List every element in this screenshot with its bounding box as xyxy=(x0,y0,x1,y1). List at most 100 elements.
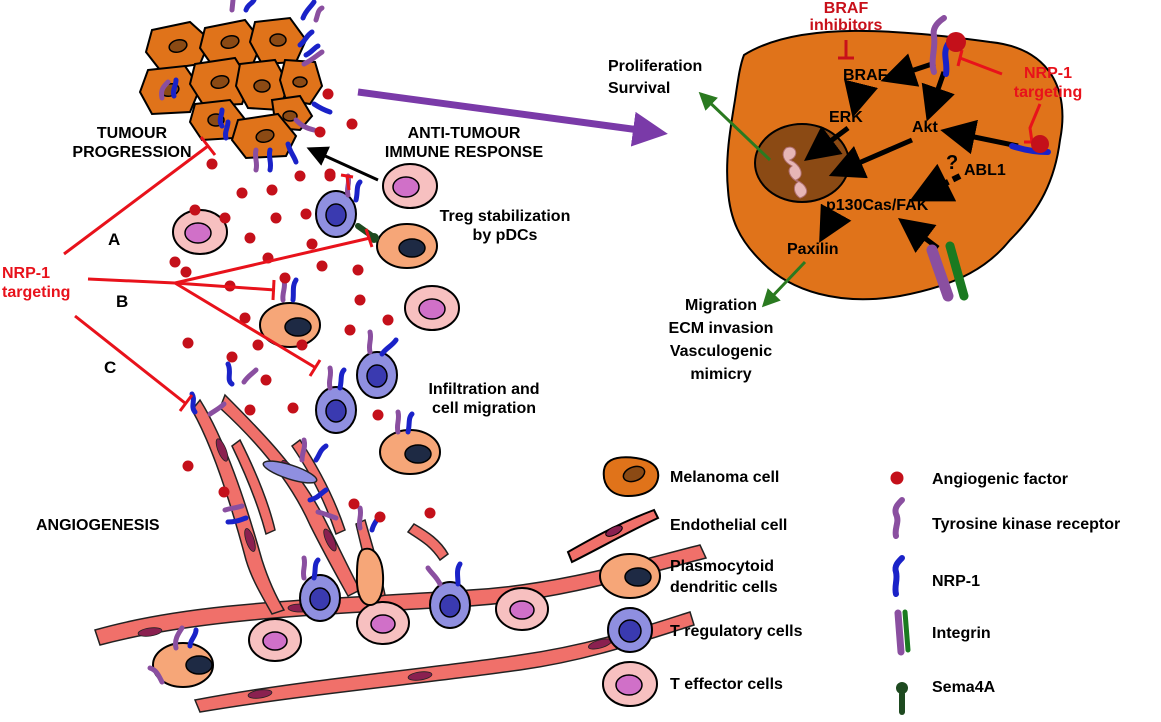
angiogenic-factor-dots xyxy=(169,88,436,523)
angiogenic-factor-dot xyxy=(344,324,356,336)
label-proliferation: Proliferation Survival xyxy=(608,56,702,100)
receptors xyxy=(147,0,463,685)
legend-nrp1-icon xyxy=(892,555,905,597)
treg-cell xyxy=(356,351,398,399)
arrow-to-melanoma-cell xyxy=(357,88,668,147)
label-nrp1-targeting-left: NRP-1 targeting xyxy=(2,264,70,302)
legend-teff-label: T effector cells xyxy=(670,676,783,693)
label-b: B xyxy=(116,292,129,311)
node-paxilin: Paxilin xyxy=(787,241,839,258)
label-line: BRAF xyxy=(823,0,869,17)
angiogenic-factor-dot xyxy=(352,264,364,276)
angiogenic-factor-dot xyxy=(244,232,256,244)
teff-cell xyxy=(172,209,228,255)
legend-melanoma-label: Melanoma cell xyxy=(670,469,780,486)
teff-cell xyxy=(382,163,438,209)
label-c: C xyxy=(104,358,117,377)
label-line: Proliferation xyxy=(608,58,703,75)
legend-treg-icon xyxy=(607,607,653,653)
angiogenic-factor-dot xyxy=(219,212,231,224)
treg-cell xyxy=(315,386,357,434)
arrow-to-proliferation xyxy=(698,91,772,162)
legend-angiogenic-label: Angiogenic factor xyxy=(932,471,1069,488)
melanoma-cluster-nuclei xyxy=(160,33,308,143)
pdc-cell xyxy=(259,302,321,348)
label-braf-inhibitors: BRAF inhibitors xyxy=(796,0,896,34)
dashed-arrow-abl1 xyxy=(909,163,962,202)
legend-tkr-label: Tyrosine kinase receptor xyxy=(932,516,1121,533)
legend-sema4a-label: Sema4A xyxy=(932,679,996,696)
label-anti-tumour: ANTI-TUMOUR IMMUNE RESPONSE xyxy=(374,124,554,162)
label-line: inhibitors xyxy=(809,17,883,34)
node-akt: Akt xyxy=(912,119,938,136)
legend-pdc-label: Plasmocytoid dendritic cells xyxy=(670,556,778,598)
arrow-to-migration xyxy=(761,260,807,308)
label-tumour-progression: TUMOUR PROGRESSION xyxy=(62,124,202,162)
angiogenic-factor-dot xyxy=(306,238,318,250)
angiogenic-factor-bound xyxy=(946,32,966,52)
legend-nrp1-label: NRP-1 xyxy=(932,573,981,590)
angiogenic-factor-dot xyxy=(348,498,360,510)
legend-pdc-icon xyxy=(599,553,661,599)
pdc-cell xyxy=(379,429,441,475)
membrane-receptors-right xyxy=(929,15,1051,155)
label-line: Migration xyxy=(685,297,757,314)
melanoma-cell-large xyxy=(726,29,1064,301)
label-infiltration: Infiltration and cell migration xyxy=(404,380,564,418)
label-a: A xyxy=(108,230,121,249)
pathway-arrows xyxy=(804,53,1019,253)
node-braf: BRAF xyxy=(843,67,888,84)
angiogenic-factor-dot xyxy=(424,507,436,519)
label-line: TUMOUR xyxy=(96,125,168,142)
label-nrp1-targeting-right: NRP-1 targeting xyxy=(998,64,1098,102)
angiogenic-factor-dot xyxy=(372,409,384,421)
label-treg-stabilization: Treg stabilization by pDCs xyxy=(420,207,590,245)
angiogenic-factor-bound xyxy=(1031,135,1049,153)
angiogenic-factor-dot xyxy=(354,294,366,306)
angiogenic-factor-dot xyxy=(252,339,264,351)
angiogenic-factor-dot xyxy=(300,208,312,220)
node-p130cas-fak: p130Cas/FAK xyxy=(826,197,929,214)
angiogenic-factor-dot xyxy=(206,158,218,170)
treg-cell xyxy=(299,574,341,622)
label-line: NRP-1 xyxy=(1023,65,1072,82)
sema4a-on-pdc xyxy=(355,223,379,243)
angiogenic-factor-dot xyxy=(260,374,272,386)
legend-endothelial-label: Endothelial cell xyxy=(670,517,788,534)
angiogenic-factor-dot xyxy=(226,351,238,363)
legend-sema4a-icon xyxy=(896,682,908,715)
teff-cell xyxy=(356,601,410,645)
legend-angiogenic-icon xyxy=(890,471,904,485)
angiogenic-factor-dot xyxy=(180,266,192,278)
angiogenic-factor-dot xyxy=(314,126,326,138)
angiogenic-factor-dot xyxy=(279,272,291,284)
legend-teff-icon xyxy=(602,661,658,707)
angiogenic-factor-dot xyxy=(182,460,194,472)
teff-cell xyxy=(495,587,549,631)
label-line: Infiltration and xyxy=(428,381,540,398)
label-line: Survival xyxy=(608,80,671,97)
pdc-cell xyxy=(376,223,438,269)
label-line: cell migration xyxy=(431,400,537,417)
angiogenic-factor-dot xyxy=(294,170,306,182)
label-line: dendritic cells xyxy=(670,579,778,596)
angiogenic-factor-dot xyxy=(324,170,336,182)
label-line: ECM invasion xyxy=(668,320,774,337)
angiogenic-factor-dot xyxy=(374,511,386,523)
label-line: by pDCs xyxy=(472,227,538,244)
dna-icon xyxy=(782,146,808,199)
angiogenic-factor-dot xyxy=(236,187,248,199)
legend-integrin-label: Integrin xyxy=(932,625,991,642)
pdc-cell xyxy=(152,642,214,688)
arrow-teff-to-tumour xyxy=(306,146,379,182)
teff-cell xyxy=(404,285,460,331)
label-line: IMMUNE RESPONSE xyxy=(384,144,544,161)
teff-cell xyxy=(248,618,302,662)
label-line: ANTI-TUMOUR xyxy=(407,125,521,142)
legend-integrin-icon xyxy=(894,609,911,656)
label-angiogenesis: ANGIOGENESIS xyxy=(36,517,160,534)
integrin-membrane xyxy=(926,241,969,302)
angiogenic-factor-dot xyxy=(244,404,256,416)
inhibition-lines-left xyxy=(63,136,374,412)
